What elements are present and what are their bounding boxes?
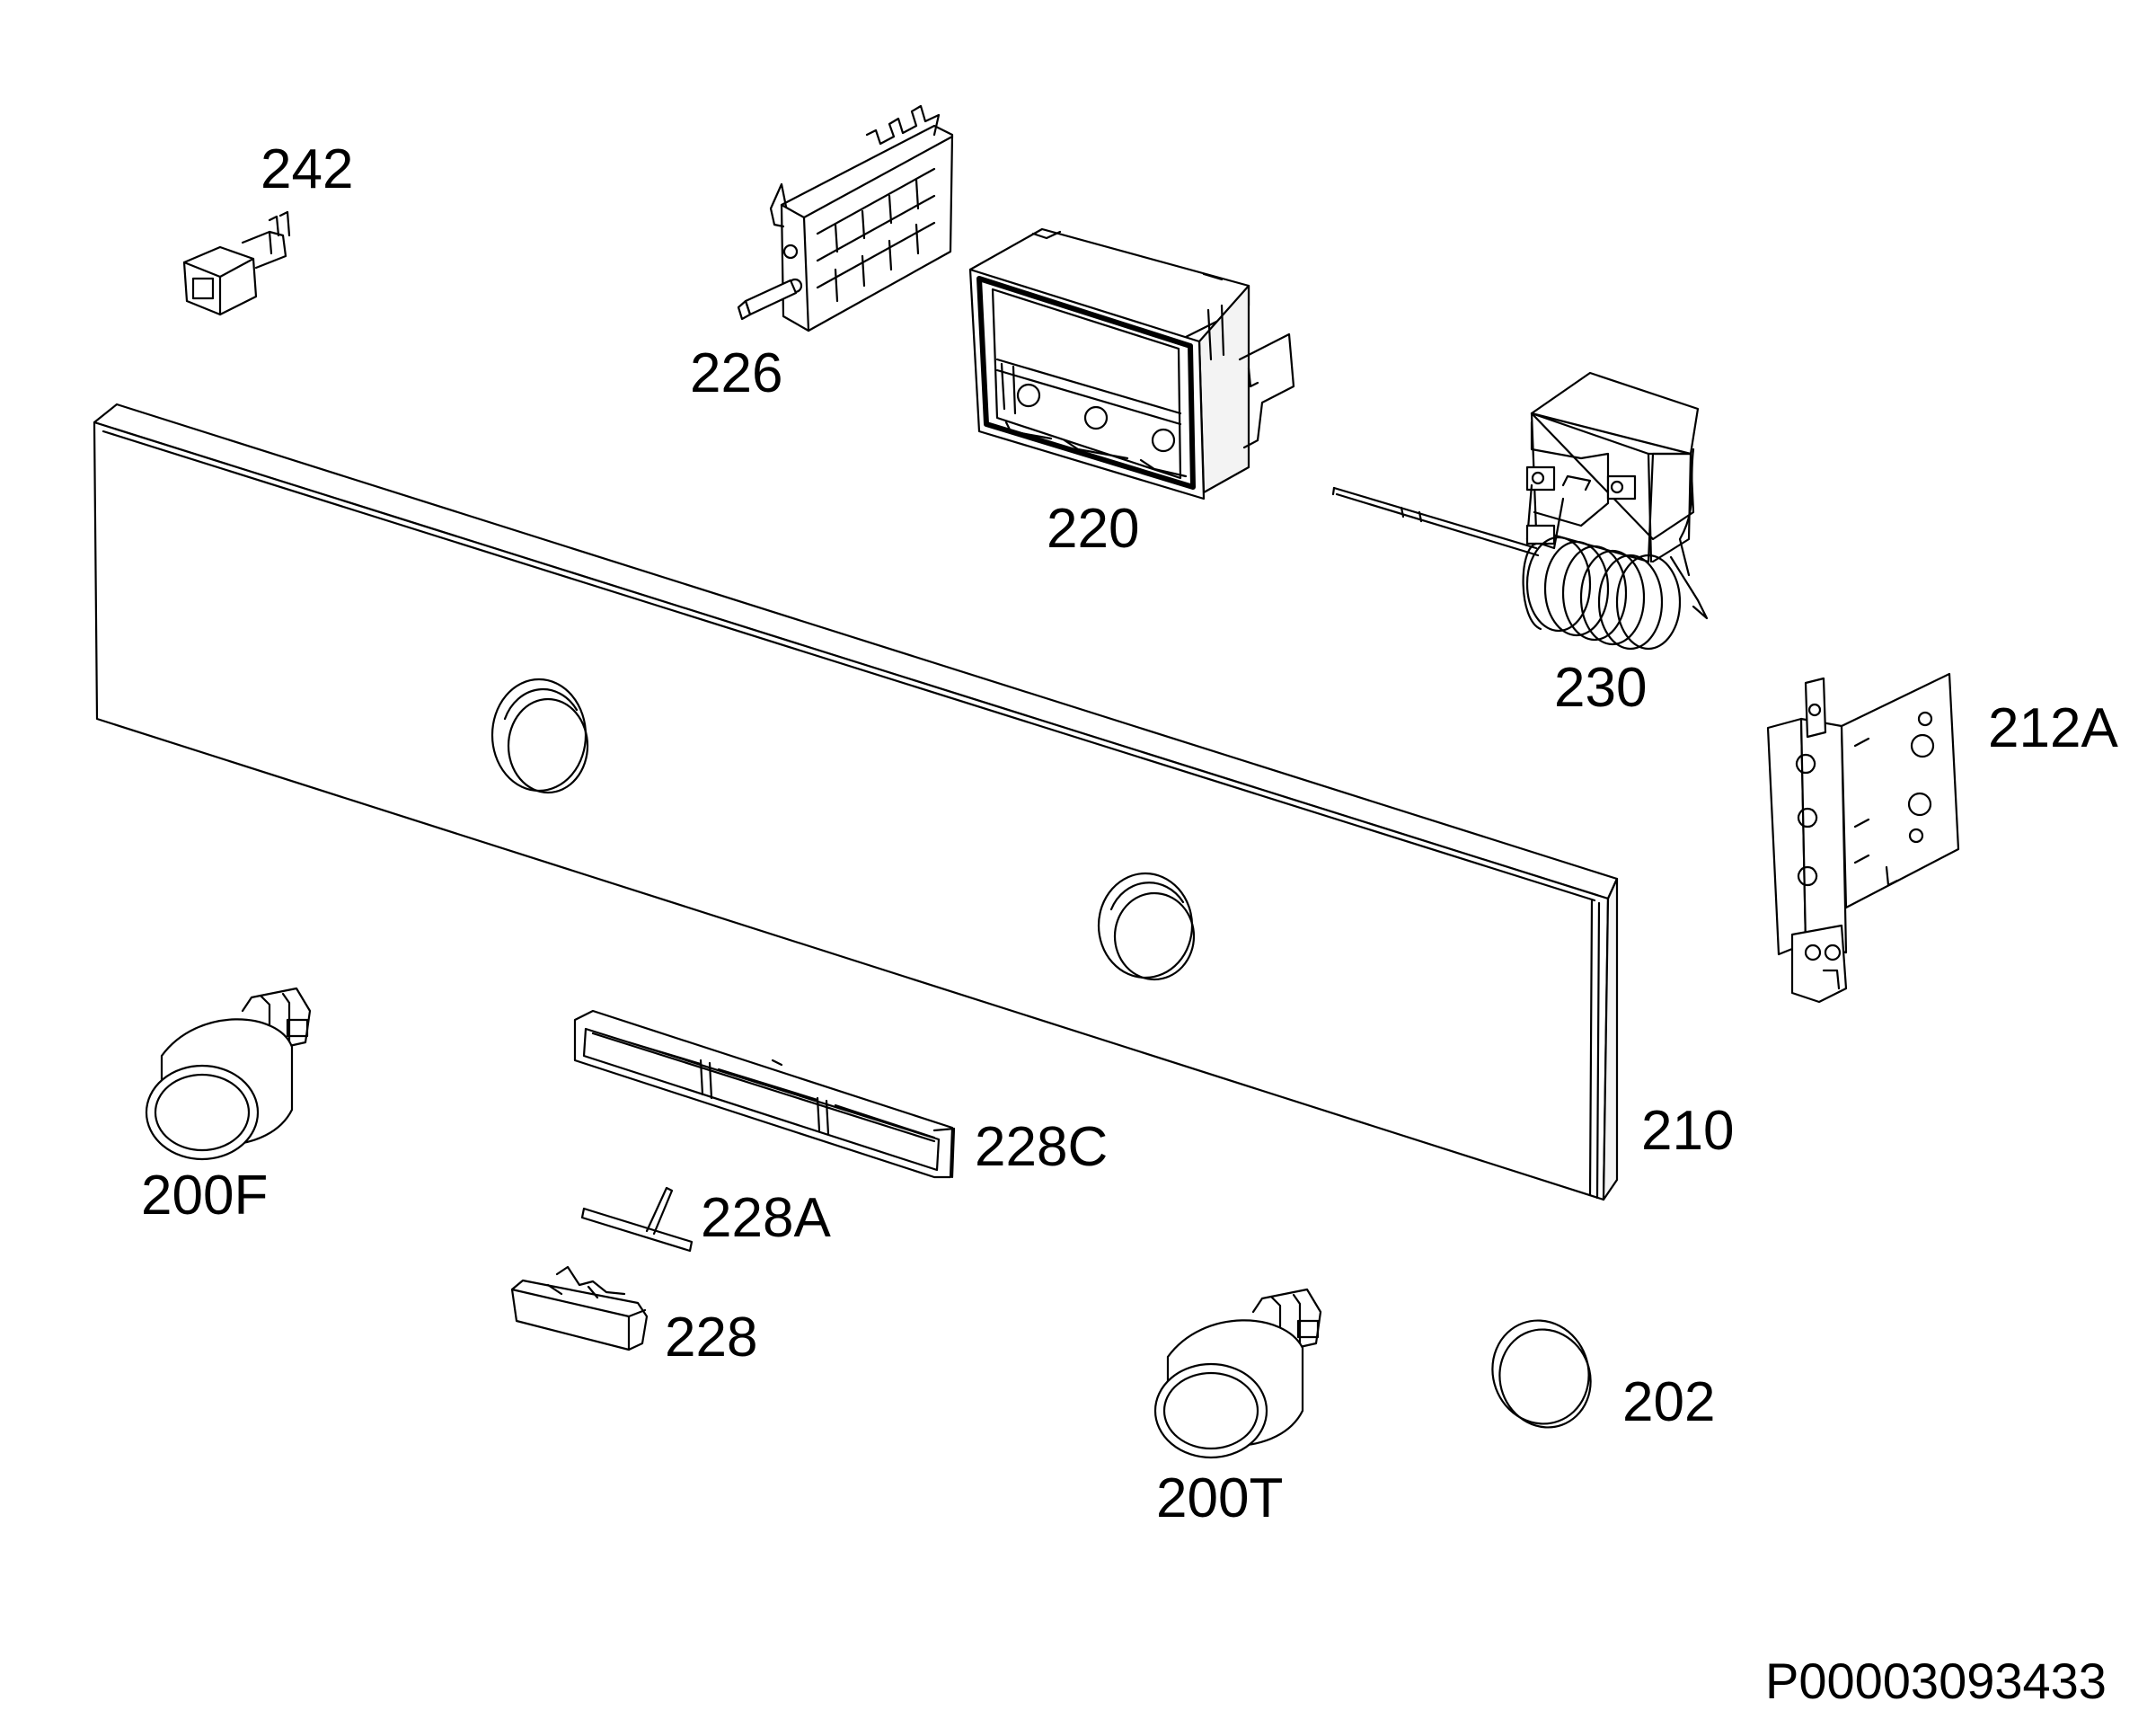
part-label-242: 242	[261, 138, 354, 200]
part-label-220: 220	[1047, 498, 1140, 560]
document-id: P00003093433	[1765, 1652, 2107, 1709]
ring-202	[1478, 1307, 1604, 1440]
part-label-200F: 200F	[141, 1165, 269, 1227]
control-panel-fascia-210	[94, 404, 1617, 1200]
part-label-210: 210	[1641, 1100, 1735, 1162]
knob-hole-left	[492, 679, 588, 793]
part-label-228: 228	[665, 1307, 758, 1369]
timer-module-220	[970, 229, 1294, 499]
part-label-230: 230	[1554, 657, 1648, 719]
part-label-202: 202	[1622, 1371, 1716, 1433]
button-frame-228C	[575, 1011, 954, 1177]
control-knob-200F	[146, 988, 310, 1159]
indicator-lamp-242	[184, 212, 289, 315]
part-label-228A: 228A	[701, 1187, 831, 1249]
part-label-226: 226	[690, 342, 783, 404]
part-label-212A: 212A	[1988, 697, 2118, 759]
knob-hole-right	[1099, 873, 1194, 979]
selector-switch-226	[738, 106, 952, 331]
thermostat-230	[1333, 373, 1707, 649]
mounting-bracket-212A	[1768, 674, 1958, 1002]
part-label-228C: 228C	[975, 1116, 1109, 1178]
push-button-228	[512, 1267, 647, 1350]
rod-228A	[582, 1188, 692, 1251]
part-label-200T: 200T	[1156, 1467, 1284, 1529]
control-knob-200T	[1155, 1289, 1321, 1457]
